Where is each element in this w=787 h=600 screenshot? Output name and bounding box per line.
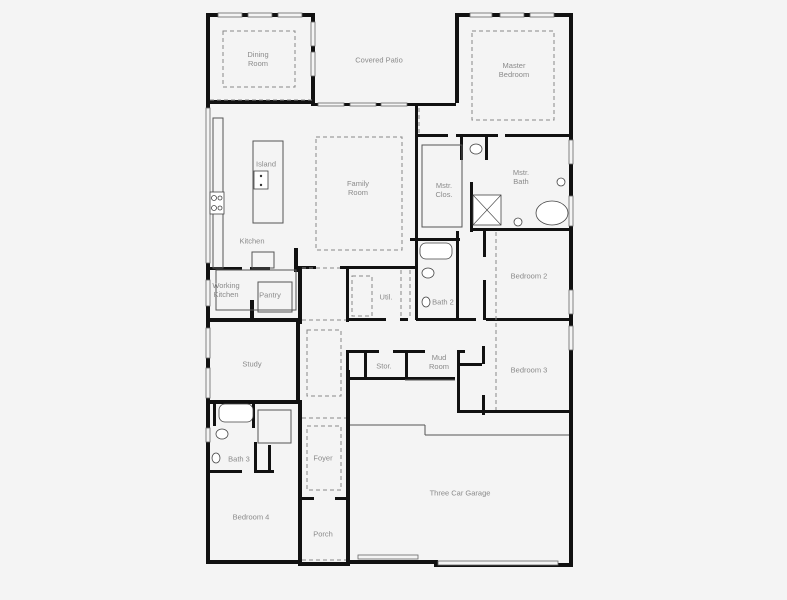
room-label-foyer: Foyer xyxy=(313,453,333,463)
room-label-util: Util. xyxy=(379,292,393,302)
room-label-covered-patio: Covered Patio xyxy=(355,55,403,65)
shower-icon xyxy=(472,194,502,226)
windows xyxy=(205,12,574,566)
room-label-mud-room: Mud Room xyxy=(428,353,450,371)
room-label-pantry: Pantry xyxy=(259,290,281,300)
plumbing-fixtures xyxy=(209,143,569,464)
toilet-icon xyxy=(215,143,483,440)
room-label-master-bedroom: Master Bedroom xyxy=(498,61,530,79)
room-label-bath-2: Bath 2 xyxy=(432,297,454,307)
room-label-stor: Stor. xyxy=(376,361,392,371)
room-label-family-room: Family Room xyxy=(346,179,370,197)
room-label-working-kitchen: Working Kitchen xyxy=(212,281,240,299)
room-label-bedroom-3: Bedroom 3 xyxy=(510,365,548,375)
room-label-island: Island xyxy=(255,159,277,169)
room-label-porch: Porch xyxy=(313,529,333,539)
room-label-dining-room: Dining Room xyxy=(247,50,269,68)
dashed-outlines xyxy=(210,30,555,561)
room-label-mstr-bath: Mstr. Bath xyxy=(512,168,530,186)
room-label-three-car-garage: Three Car Garage xyxy=(429,488,491,498)
room-label-bedroom-2: Bedroom 2 xyxy=(510,271,548,281)
room-label-study: Study xyxy=(242,359,262,369)
bathtub-icon xyxy=(218,200,569,423)
room-label-kitchen: Kitchen xyxy=(239,236,265,246)
kitchen-sink-icon xyxy=(253,170,269,190)
bathroom-sink-icon xyxy=(211,177,566,464)
room-label-mstr-clos: Mstr. Clos. xyxy=(435,181,453,199)
cooktop-icon xyxy=(209,191,225,215)
room-label-bath-3: Bath 3 xyxy=(228,454,250,464)
room-label-bedroom-4: Bedroom 4 xyxy=(232,512,270,522)
